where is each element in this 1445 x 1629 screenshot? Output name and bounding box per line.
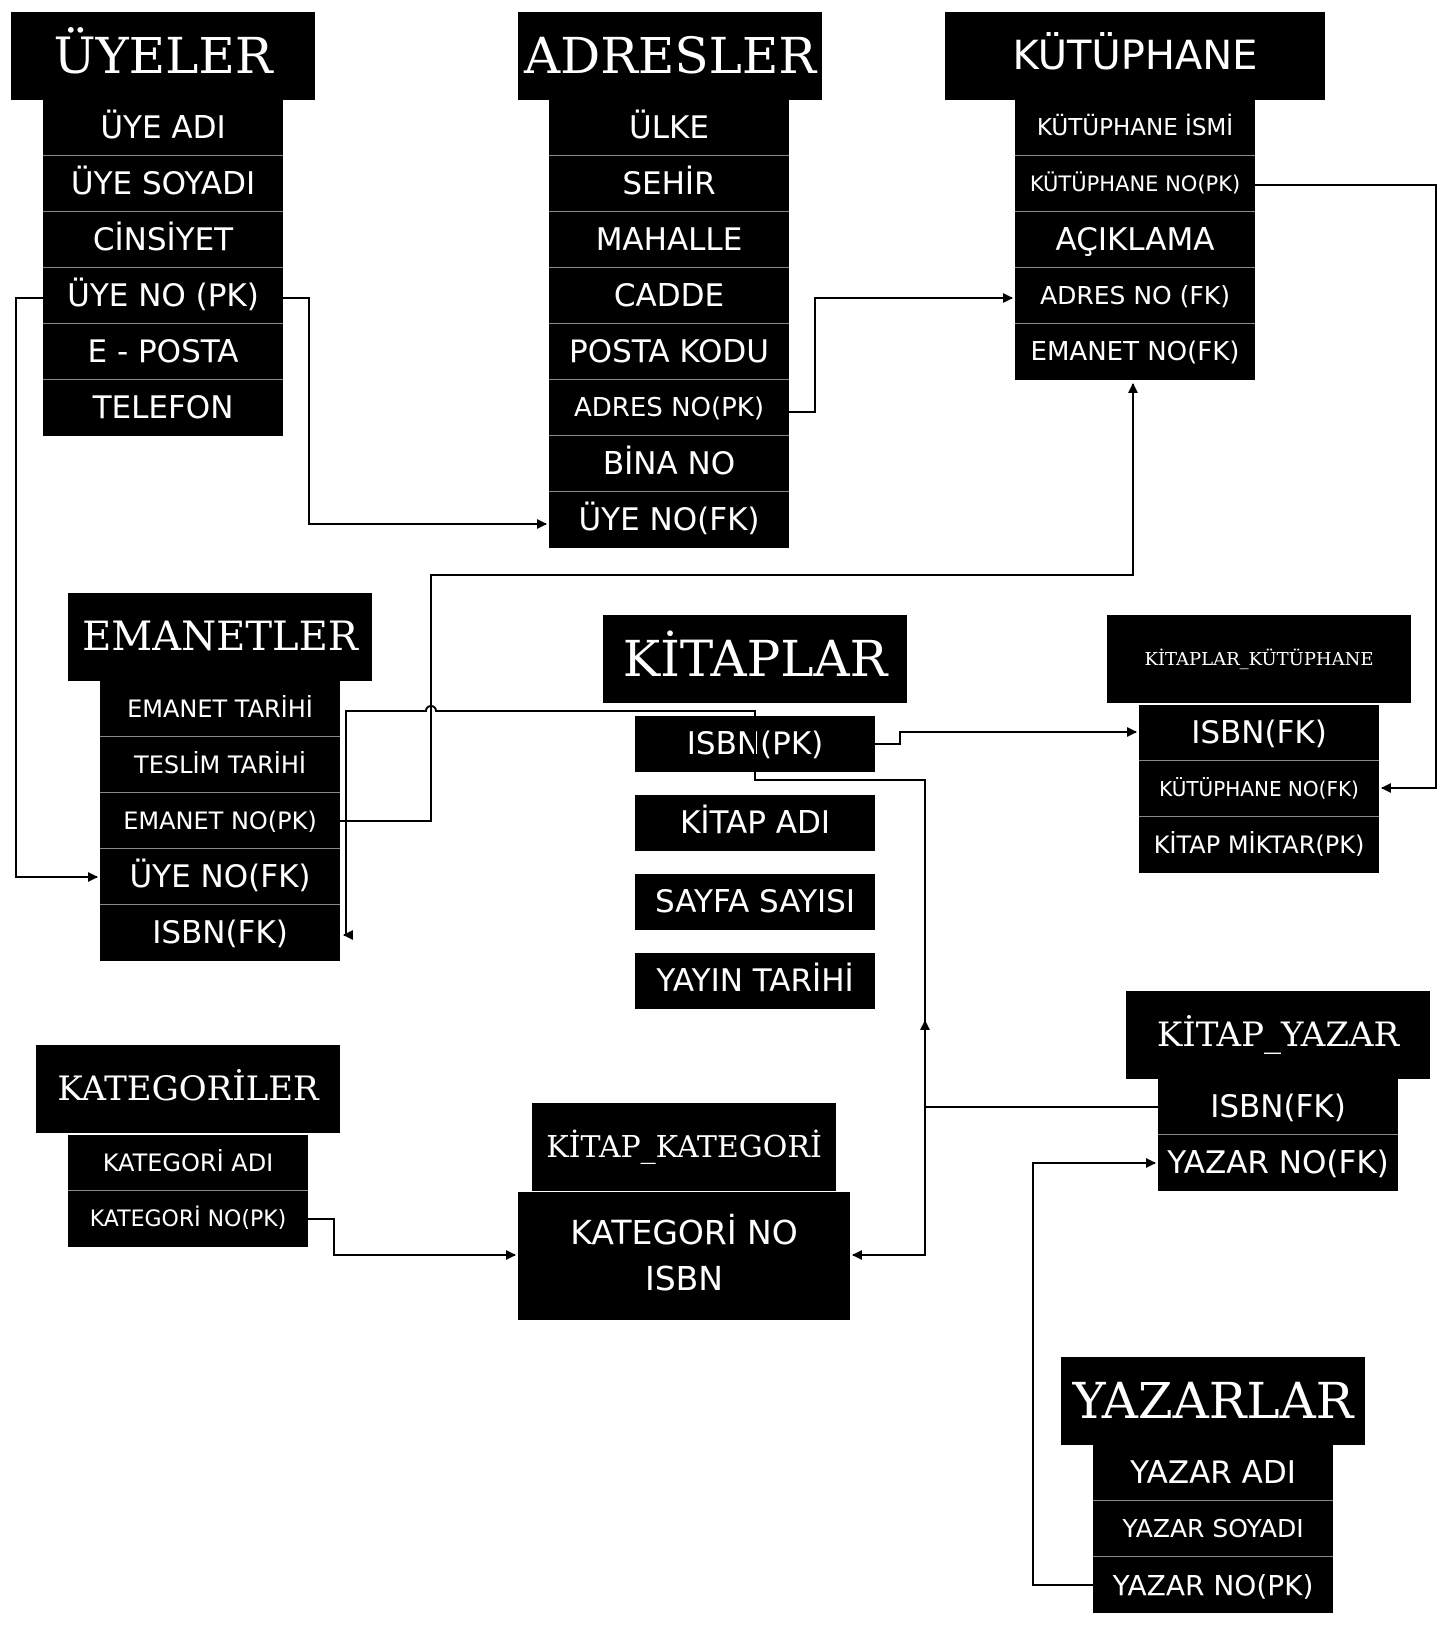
relation-isbn-to-kitaplar-kutuphane: [875, 727, 1137, 745]
relation-kitap-yazar-isbn-to-kitaplar: [920, 1020, 1158, 1108]
relation-uye-no-to-emanetler: [15, 297, 98, 882]
relation-isbn-to-emanetler: [343, 705, 756, 940]
relation-isbn-to-kitap-kategori: [754, 744, 926, 1260]
relation-kategori-no-to-kitap-kategori: [308, 1218, 516, 1260]
relation-yazar-no-to-kitap-yazar: [1032, 1158, 1156, 1586]
relation-emanet-no-to-kutuphane: [340, 383, 1138, 822]
relation-adres-no-to-kutuphane: [789, 293, 1013, 413]
relation-kutuphane-no-to-kitaplar-kutuphane: [1255, 184, 1437, 793]
relation-uye-no-to-adresler: [283, 297, 547, 529]
